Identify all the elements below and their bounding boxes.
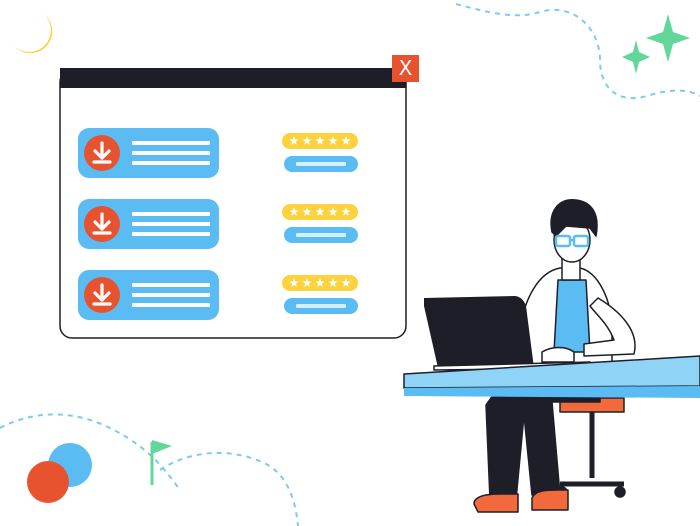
text-placeholder-line (296, 304, 346, 308)
text-placeholder-line (132, 293, 210, 297)
star-icon (302, 136, 312, 145)
text-placeholder-line (296, 233, 346, 237)
flag-icon (150, 440, 172, 485)
text-placeholder-line (132, 283, 210, 287)
text-placeholder-line (132, 222, 210, 226)
download-arrow-icon (84, 277, 120, 313)
download-list-item[interactable] (78, 270, 358, 320)
text-placeholder-line (296, 162, 346, 166)
star-rating (282, 275, 358, 291)
crescent-moon-icon (14, 14, 53, 54)
text-placeholder-line (132, 151, 210, 155)
text-placeholder-line (132, 232, 210, 236)
text-placeholder-line (132, 303, 210, 307)
sparkle-icon (622, 14, 690, 74)
window-titlebar (60, 68, 406, 88)
text-placeholder-line (132, 161, 210, 165)
laptop-screen (424, 296, 534, 368)
download-list-item[interactable] (78, 199, 358, 249)
star-icon (315, 136, 325, 145)
star-rating (282, 204, 358, 220)
shirt (553, 279, 591, 353)
dashed-curves (0, 3, 700, 526)
download-arrow-icon (84, 206, 120, 242)
office-chair (556, 397, 626, 498)
star-icon (302, 278, 312, 287)
desk-top (403, 355, 700, 389)
hand (541, 346, 575, 363)
download-list-item[interactable] (78, 128, 358, 178)
close-button[interactable]: X (392, 55, 419, 82)
star-rating (282, 133, 358, 149)
star-icon (341, 136, 351, 145)
star-icon (328, 136, 338, 145)
shoe (531, 489, 569, 511)
star-icon (315, 207, 325, 216)
star-icon (328, 207, 338, 216)
star-icon (341, 278, 351, 287)
glasses (554, 234, 590, 248)
shoe (473, 493, 519, 513)
hair (550, 199, 598, 237)
star-icon (328, 278, 338, 287)
star-icon (289, 136, 299, 145)
star-icon (289, 278, 299, 287)
download-arrow-icon (84, 135, 120, 171)
star-icon (341, 207, 351, 216)
star-icon (315, 278, 325, 287)
person (473, 199, 636, 513)
text-placeholder-line (132, 212, 210, 216)
arm (583, 297, 636, 357)
star-icon (289, 207, 299, 216)
star-icon (302, 207, 312, 216)
desk (403, 355, 700, 398)
orange-circle (27, 461, 69, 503)
desk-edge (404, 386, 700, 398)
text-placeholder-line (132, 141, 210, 145)
app-window (59, 68, 407, 339)
